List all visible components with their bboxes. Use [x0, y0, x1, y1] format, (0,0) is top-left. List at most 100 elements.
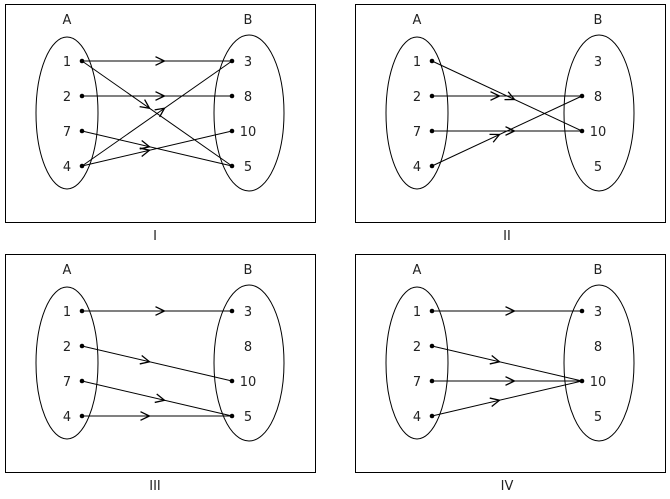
set-a-dot: [79, 128, 85, 134]
set-b-element: 5: [594, 160, 602, 175]
diagram-panel-4: A B 1 2 7 4 3 8 10 5: [355, 254, 666, 473]
set-b-label: B: [594, 13, 603, 28]
set-a-dot: [79, 308, 85, 314]
mapping-arrow-line: [431, 345, 583, 382]
set-b-ellipse: [213, 284, 285, 442]
arrowhead-icon: [139, 99, 151, 110]
set-a-element: 1: [63, 55, 71, 70]
arrowhead-icon: [505, 376, 516, 386]
set-a-element: 2: [413, 90, 421, 105]
diagram-caption: II: [503, 229, 511, 244]
set-b-dot: [579, 93, 585, 99]
set-a-element: 7: [63, 125, 71, 140]
set-a-element: 7: [413, 375, 421, 390]
set-b-label: B: [244, 13, 253, 28]
arrowhead-icon: [489, 354, 501, 365]
arrowhead-icon: [504, 91, 516, 101]
arrowhead-icon: [489, 397, 501, 408]
mapping-arrow-line: [431, 95, 583, 167]
set-a-element: 7: [63, 375, 71, 390]
set-a-element: 2: [63, 90, 71, 105]
set-b-element: 3: [244, 55, 252, 70]
set-a-dot: [79, 343, 85, 349]
set-a-dot: [429, 93, 435, 99]
set-b-element: 8: [594, 340, 602, 355]
set-b-label: B: [594, 263, 603, 278]
set-b-element: 10: [240, 375, 257, 390]
set-b-ellipse: [563, 284, 635, 442]
set-b-element: 3: [244, 305, 252, 320]
set-a-dot: [429, 128, 435, 134]
mapping-arrow-line: [431, 380, 583, 417]
set-a-ellipse: [35, 36, 99, 190]
set-b-dot: [229, 128, 235, 134]
diagram-caption: III: [149, 479, 161, 494]
set-b-element: 5: [244, 160, 252, 175]
set-a-dot: [79, 413, 85, 419]
mapping-arrow-line: [81, 345, 233, 382]
diagram-caption: IV: [501, 479, 514, 494]
set-b-dot: [579, 308, 585, 314]
set-a-ellipse: [385, 36, 449, 190]
set-a-label: A: [63, 13, 72, 28]
set-a-element: 1: [413, 305, 421, 320]
panel-frame: [355, 254, 666, 473]
set-b-element: 10: [590, 125, 607, 140]
set-b-element: 3: [594, 55, 602, 70]
set-a-dot: [429, 413, 435, 419]
set-a-element: 1: [63, 305, 71, 320]
set-b-element: 3: [594, 305, 602, 320]
set-a-element: 7: [413, 125, 421, 140]
mapping-arrow-line: [81, 380, 233, 417]
arrowhead-icon: [139, 147, 151, 158]
set-b-element: 8: [594, 90, 602, 105]
set-b-dot: [229, 378, 235, 384]
arrowhead-icon: [489, 133, 501, 143]
set-b-dot: [229, 413, 235, 419]
set-a-element: 4: [413, 410, 421, 425]
set-a-dot: [429, 58, 435, 64]
set-b-dot: [229, 163, 235, 169]
set-a-dot: [429, 378, 435, 384]
set-b-element: 5: [594, 410, 602, 425]
panel-frame: [355, 4, 666, 223]
set-b-dot: [229, 308, 235, 314]
set-b-dot: [579, 128, 585, 134]
set-b-element: 10: [590, 375, 607, 390]
set-a-dot: [79, 58, 85, 64]
mapping-arrow-line: [81, 130, 233, 167]
arrowhead-icon: [490, 91, 501, 101]
set-b-element: 10: [240, 125, 257, 140]
set-b-dot: [229, 58, 235, 64]
set-b-ellipse: [213, 34, 285, 192]
arrowhead-icon: [505, 306, 516, 316]
set-a-dot: [429, 163, 435, 169]
mapping-arrow-line: [81, 60, 233, 167]
set-a-dot: [429, 308, 435, 314]
set-a-element: 4: [63, 410, 71, 425]
arrowhead-icon: [139, 354, 151, 365]
set-a-ellipse: [35, 286, 99, 440]
set-a-label: A: [413, 263, 422, 278]
set-b-element: 8: [244, 340, 252, 355]
set-b-dot: [229, 93, 235, 99]
panel-frame: [5, 4, 316, 223]
set-a-dot: [79, 378, 85, 384]
set-a-element: 4: [63, 160, 71, 175]
panel-frame: [5, 254, 316, 473]
arrowhead-icon: [155, 56, 166, 66]
set-a-element: 2: [413, 340, 421, 355]
set-a-element: 2: [63, 340, 71, 355]
arrowhead-icon: [505, 126, 516, 136]
set-a-label: A: [413, 13, 422, 28]
arrowhead-icon: [155, 91, 166, 101]
set-a-element: 4: [413, 160, 421, 175]
set-a-dot: [79, 93, 85, 99]
set-b-dot: [579, 378, 585, 384]
arrowhead-icon: [155, 306, 166, 316]
set-a-dot: [79, 163, 85, 169]
